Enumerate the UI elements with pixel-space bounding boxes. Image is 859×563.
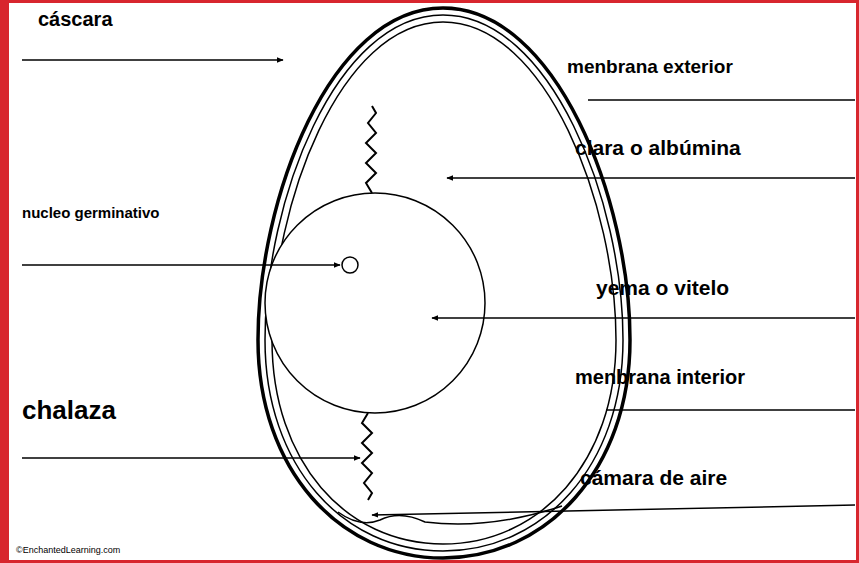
part-label: cámara de aire — [580, 466, 727, 490]
outer-membrane — [265, 15, 623, 551]
leader-line — [447, 177, 855, 179]
leader-line — [22, 457, 360, 459]
air-chamber — [338, 506, 562, 524]
part-label: chalaza — [22, 396, 116, 426]
leader-line — [372, 505, 855, 515]
leader-line — [606, 409, 855, 411]
chalaza-top — [366, 106, 376, 193]
leader-line — [588, 99, 855, 101]
part-label: cáscara — [38, 8, 113, 31]
egg-shell — [258, 8, 630, 558]
germinal-nucleus — [342, 257, 358, 273]
part-label: nucleo germinativo — [22, 204, 172, 221]
yolk — [265, 193, 485, 413]
leader-line — [22, 59, 283, 61]
part-label: menbrana exterior — [567, 56, 733, 78]
copyright-note: ©EnchantedLearning.com — [16, 545, 120, 555]
part-label: yema o vitelo — [596, 276, 729, 300]
frame-bar — [0, 0, 9, 563]
part-label: clara o albúmina — [575, 136, 741, 160]
leader-line — [22, 264, 340, 266]
chalaza-bottom — [362, 413, 372, 500]
leader-line — [432, 317, 855, 319]
part-label: menbrana interior — [575, 366, 745, 389]
